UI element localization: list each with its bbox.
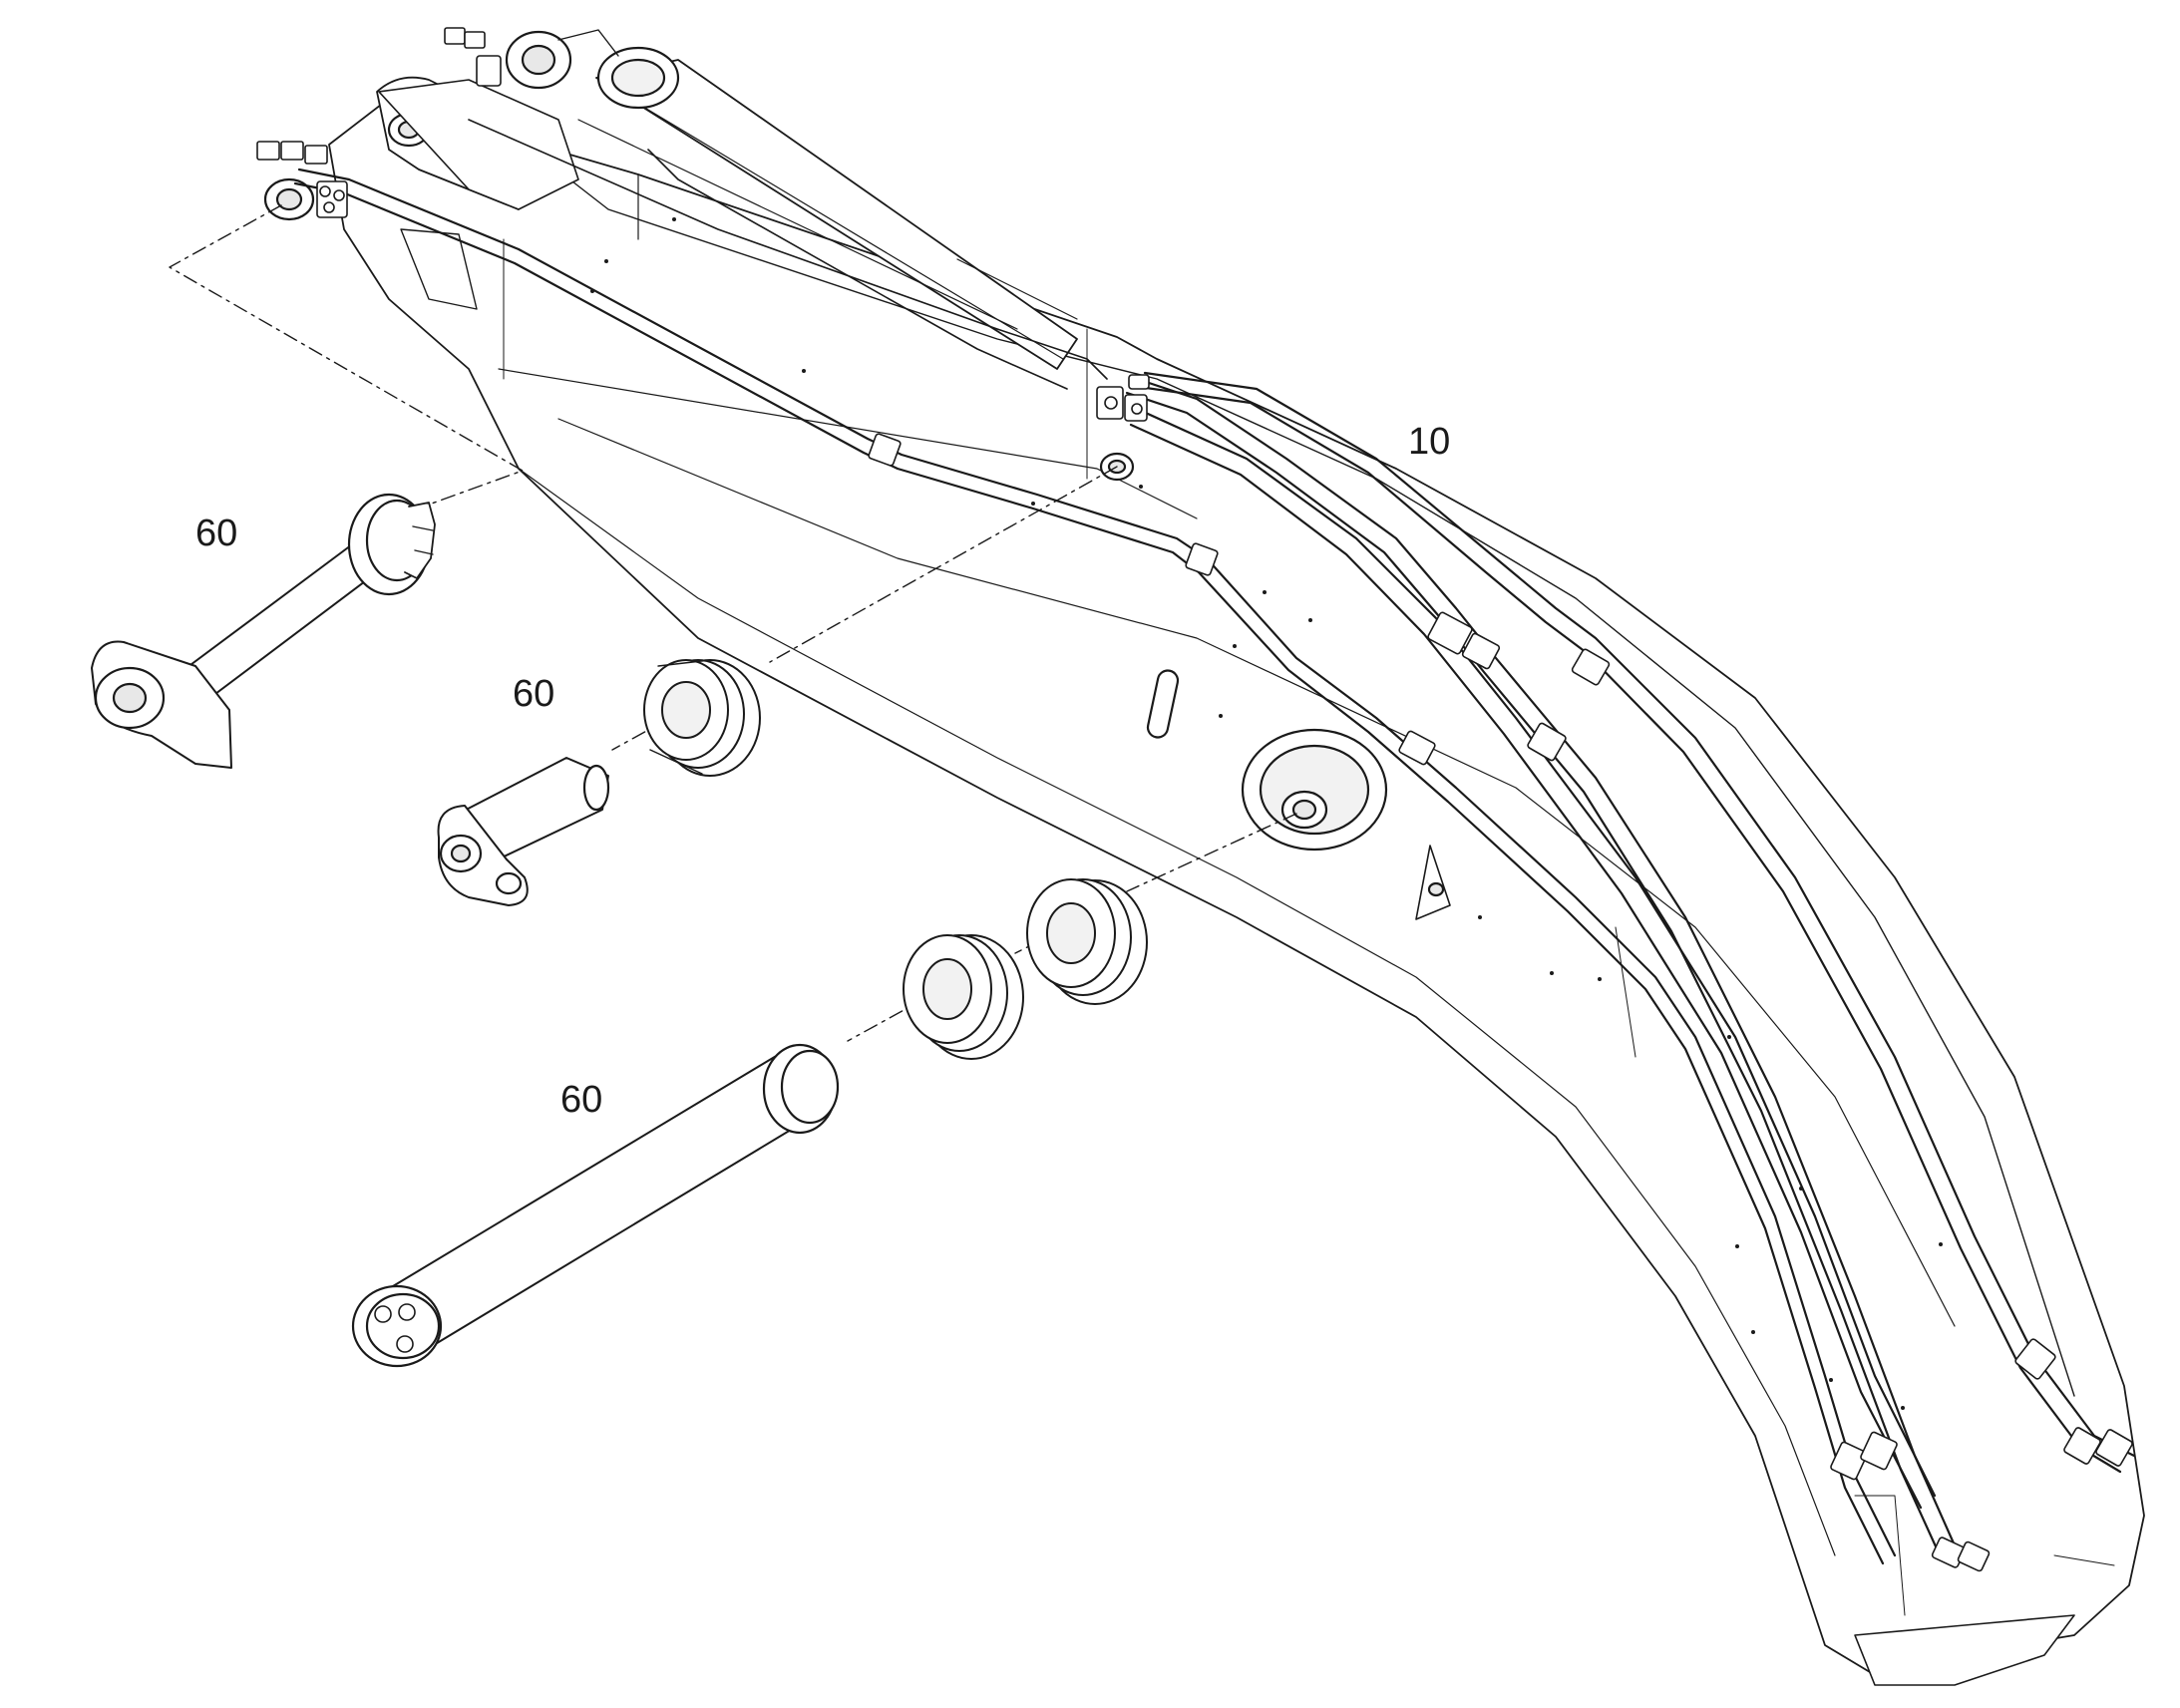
hose-clamps: [868, 433, 2133, 1572]
top-pin-end-nut: [404, 502, 436, 579]
excavator-boom: [263, 76, 2145, 1686]
top-pin-assembly: [91, 493, 436, 769]
alignment-line-middle: [769, 466, 1118, 663]
tube-c2: [1137, 385, 2122, 1474]
callout-10: 10: [1408, 421, 1451, 463]
tube-upper-left: [297, 168, 1897, 1557]
tip-lug: [1854, 1614, 2075, 1686]
root-fittings: [256, 27, 502, 218]
mid-fittings: [1096, 374, 1150, 422]
callout-60-lower-pin: 60: [560, 1079, 603, 1121]
tube-b: [1135, 407, 1937, 1498]
tube-b2: [1129, 423, 1923, 1510]
boom-lower-edge: [518, 468, 1836, 1556]
boom-upper-edge: [518, 139, 2075, 1397]
lower-bushing-right: [1026, 878, 1148, 1005]
bolt-dots: [590, 217, 1943, 1410]
inspection-slot: [1146, 669, 1180, 739]
triangle-bracket: [1415, 845, 1451, 920]
middle-bushing: [643, 659, 761, 777]
tube-a: [1135, 377, 1957, 1547]
boom-cylinder: [505, 29, 1078, 370]
alignment-line-top: [169, 204, 524, 506]
tube-a2: [1125, 391, 1943, 1559]
boom-inner-web: [503, 238, 2115, 1616]
tube-upper-left-2: [293, 181, 1885, 1565]
lower-pin-assembly: [351, 878, 1148, 1368]
root-upper-bracket: [378, 79, 579, 210]
boom-top-flange: [498, 173, 1956, 1327]
lower-bushing-left: [903, 934, 1024, 1060]
lower-pin-head-bolts: [374, 1303, 416, 1353]
callout-60-top-pin: 60: [195, 512, 238, 554]
tube-cylinder-line: [468, 119, 1108, 380]
middle-pin-assembly: [437, 659, 761, 906]
alignment-line-lower: [1126, 813, 1297, 892]
hydraulic-hose-assembly: [256, 27, 2136, 1572]
middle-pin-end: [582, 764, 610, 812]
cylinder-rod-line: [577, 119, 1078, 330]
callout-60-middle-pin: 60: [513, 673, 555, 715]
